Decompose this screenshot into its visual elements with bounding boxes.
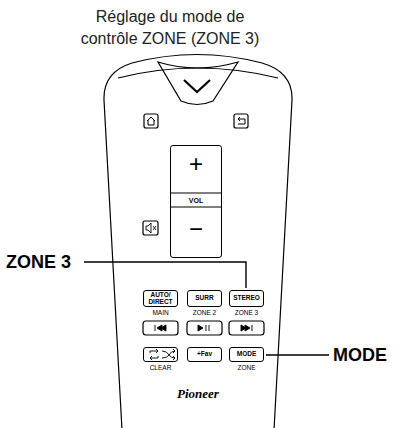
button-label: STEREO xyxy=(230,295,263,302)
zone-label: ZONE 3 xyxy=(219,310,274,317)
zone-label: CLEAR xyxy=(133,365,188,372)
button-outline: + VOL − xyxy=(170,145,222,258)
button-label: +Fav xyxy=(188,351,221,358)
volume-mark: − xyxy=(171,217,221,241)
remote-button: CLEAR xyxy=(143,347,178,362)
button-outline: MODE xyxy=(229,347,264,362)
callout-label: MODE xyxy=(333,345,387,365)
zone-label: ZONE xyxy=(219,365,274,372)
zone-label: ZONE 2 xyxy=(177,310,232,317)
button-outline: +Fav xyxy=(187,347,222,362)
volume-mark: VOL xyxy=(171,197,221,204)
button-label: MODE xyxy=(230,351,263,358)
button-label: AUTO/ DIRECT xyxy=(144,292,177,305)
remote-button: AUTO/ DIRECTMAIN xyxy=(143,290,178,307)
button-outline: AUTO/ DIRECT xyxy=(143,290,178,307)
remote-button: +Fav xyxy=(187,347,222,362)
brand-logo: Pioneer xyxy=(177,386,219,402)
button-outline xyxy=(143,347,178,362)
button-label: SURR xyxy=(188,295,221,302)
remote-button: STEREOZONE 3 xyxy=(229,290,264,307)
button-outline: SURR xyxy=(187,290,222,307)
callout-label: ZONE 3 xyxy=(6,252,71,272)
zone-label: MAIN xyxy=(133,310,188,317)
title: Réglage du mode de contrôle ZONE (ZONE 3… xyxy=(70,6,270,50)
remote-button: SURRZONE 2 xyxy=(187,290,222,307)
volume-mark: + xyxy=(171,152,221,176)
remote-button: MODEZONE xyxy=(229,347,264,362)
volume-rocker: + VOL − xyxy=(170,145,222,258)
button-outline: STEREO xyxy=(229,290,264,307)
